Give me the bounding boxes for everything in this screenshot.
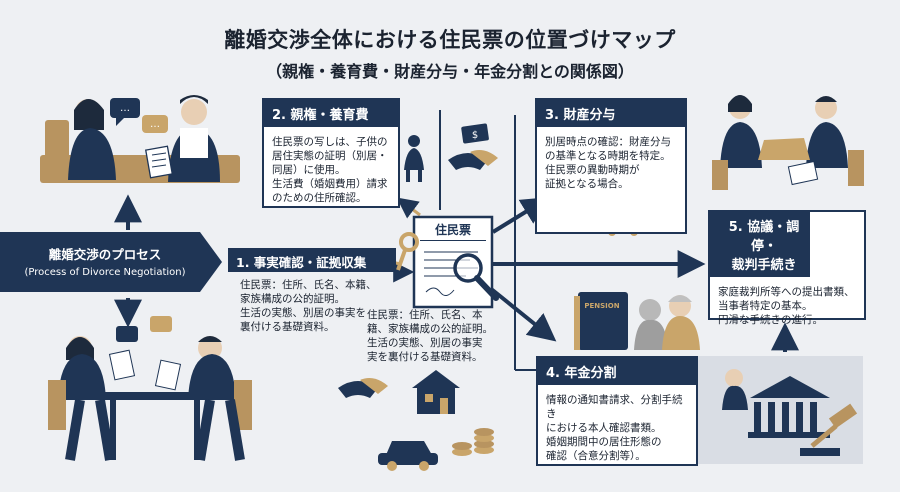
process-label: 離婚交渉のプロセス: [48, 247, 162, 262]
page-subtitle: （親権・養育費・財産分与・年金分割との関係図）: [266, 62, 634, 81]
judge-figure: [722, 369, 748, 410]
handshake-icon: [448, 150, 498, 170]
card2-title: 2. 親権・養育費: [264, 100, 398, 127]
speech-bubble-icon: … …: [110, 98, 168, 133]
step1-title: 1. 事実確認・証拠収集: [228, 248, 396, 272]
card2-body: 住民票の写しは、子供の 居住実態の証明（別居・ 同居）に使用。 生活費（婚姻費用…: [272, 136, 388, 204]
card4-body: 情報の通知書請求、分割手続き における本人確認書類。 婚姻期間中の居住形態の 確…: [546, 394, 683, 462]
pension-book-icon: [574, 292, 628, 350]
card5-body: 家庭裁判所等への提出書類、 当事者特定の基本。 円滑な手続きの進行。: [718, 286, 855, 326]
couple-talking-illustration: … …: [40, 95, 240, 183]
card-property-division: 3. 財産分与 別居時点の確認：財産分与 の基準となる時期を特定。 住民票の異動…: [535, 98, 687, 234]
handshake-bottom-icon: [338, 378, 388, 398]
money-icon: $: [461, 123, 489, 144]
step1-body: 住民票：住所、氏名、本籍、 家族構成の公的証明。 生活の実態、別居の事実を 裏付…: [240, 279, 377, 333]
card-negotiation-mediation-trial: 5. 協議・調停・ 裁判手続き 家庭裁判所等への提出書類、 当事者特定の基本。 …: [708, 210, 866, 326]
process-arrow: [0, 232, 222, 292]
court-scene-panel: [697, 356, 863, 464]
document-icon: [144, 145, 174, 179]
courthouse-icon: [748, 376, 830, 438]
car-icon: [378, 441, 438, 471]
meeting-illustration: [712, 95, 864, 190]
card4-title: 4. 年金分割: [538, 358, 696, 385]
magnifier-icon: [453, 253, 499, 301]
card-pension-division: 4. 年金分割 情報の通知書請求、分割手続き における本人確認書類。 婚姻期間中…: [536, 356, 698, 466]
elderly-couple-illustration: [634, 295, 700, 350]
center-doc-label: 住民票: [420, 221, 486, 241]
center-doc-body: 住民票：住所、氏名、本 籍、家族構成の公的証明。 生活の実態、別居の事実 実を裏…: [367, 309, 493, 363]
page-title: 離婚交渉全体における住民票の位置づけマップ: [224, 28, 676, 52]
gavel-icon: [800, 403, 858, 456]
pension-book-label: PENSION: [584, 302, 620, 310]
process-label-group: 離婚交渉のプロセス (Process of Divorce Negotiatio…: [10, 244, 200, 278]
negotiation-table-illustration: [48, 316, 252, 461]
process-label-en: (Process of Divorce Negotiation): [24, 267, 186, 278]
card5-title: 5. 協議・調停・ 裁判手続き: [710, 212, 810, 277]
house-icon: [412, 370, 460, 414]
key-icon: [391, 232, 419, 271]
child-icon: [404, 135, 424, 182]
svg-text:…: …: [120, 103, 130, 114]
card-custody-support: 2. 親権・養育費 住民票の写しは、子供の 居住実態の証明（別居・ 同居）に使用…: [262, 98, 400, 208]
card3-body: 別居時点の確認：財産分与 の基準となる時期を特定。 住民票の異動時期が 証拠とな…: [545, 136, 671, 190]
coins-icon: [452, 428, 494, 456]
svg-text:$: $: [472, 130, 478, 141]
svg-text:…: …: [150, 119, 160, 130]
card3-title: 3. 財産分与: [537, 100, 685, 127]
